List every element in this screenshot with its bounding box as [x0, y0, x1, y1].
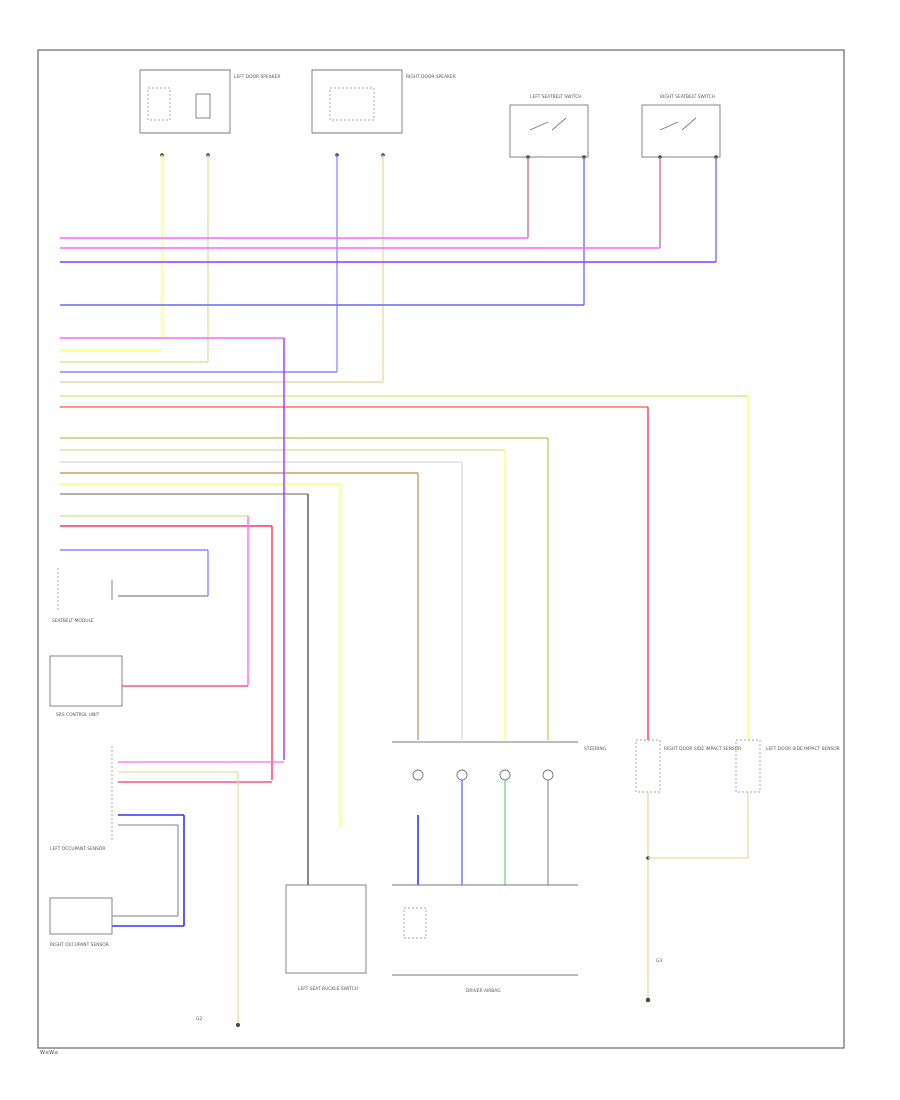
- left-door-speaker-label: LEFT DOOR SPEAKER: [234, 74, 280, 80]
- right-door-speaker-label: RIGHT DOOR SPEAKER: [406, 74, 456, 80]
- diagram-frame: [37, 49, 845, 1049]
- top-connector-pins: [160, 153, 718, 159]
- seatbelt-module: SEATBELT MODULE: [52, 568, 113, 624]
- top-vertical-wires: [161, 155, 717, 382]
- ground-g3: G3: [645, 958, 662, 1003]
- right-occupant-sensor-label: RIGHT OCCUPANT SENSOR: [50, 942, 109, 948]
- left-door-sensor-label: LEFT DOOR SIDE IMPACT SENSOR: [766, 746, 840, 752]
- left-occupant-sensor: LEFT OCCUPANT SENSOR: [50, 746, 284, 852]
- ground-g3-label: G3: [656, 958, 662, 964]
- left-seatbelt-switch-label: LEFT SEATBELT SWITCH: [530, 94, 582, 100]
- right-seatbelt-switch-label: RIGHT SEATBELT SWITCH: [660, 94, 715, 100]
- left-seat-buckle-label: LEFT SEAT BUCKLE SWITCH: [298, 986, 358, 992]
- right-door-speaker: RIGHT DOOR SPEAKER: [311, 69, 456, 134]
- left-door-speaker: LEFT DOOR SPEAKER: [139, 69, 280, 134]
- right-door-sensor-label: RIGHT DOOR SIDE IMPACT SENSOR: [664, 746, 741, 752]
- right-door-sensor: RIGHT DOOR SIDE IMPACT SENSOR: [635, 739, 741, 1000]
- left-seatbelt-switch: LEFT SEATBELT SWITCH: [509, 94, 589, 158]
- ground-g2-label: G2: [196, 1016, 202, 1022]
- driver-airbag-label: DRIVER AIRBAG: [466, 988, 501, 994]
- footer-code: W≤W≤: [40, 1050, 58, 1056]
- vertical-drops: [118, 338, 749, 885]
- harness-wires: [60, 237, 748, 551]
- right-seatbelt-switch: RIGHT SEATBELT SWITCH: [641, 94, 721, 158]
- srs-control-unit: SRS CONTROL UNIT: [49, 655, 248, 718]
- steering-label: STEERING: [584, 746, 607, 752]
- srs-control-unit-label: SRS CONTROL UNIT: [56, 712, 100, 718]
- driver-airbag: STEERING DRIVER AIRBAG: [392, 741, 607, 994]
- seatbelt-module-label: SEATBELT MODULE: [52, 618, 94, 624]
- ground-g2: G2: [196, 772, 240, 1027]
- left-door-sensor: LEFT DOOR SIDE IMPACT SENSOR: [648, 739, 840, 859]
- left-occupant-sensor-label: LEFT OCCUPANT SENSOR: [50, 846, 105, 852]
- right-occupant-sensor: RIGHT OCCUPANT SENSOR: [49, 815, 185, 948]
- left-seat-buckle: LEFT SEAT BUCKLE SWITCH: [285, 884, 367, 992]
